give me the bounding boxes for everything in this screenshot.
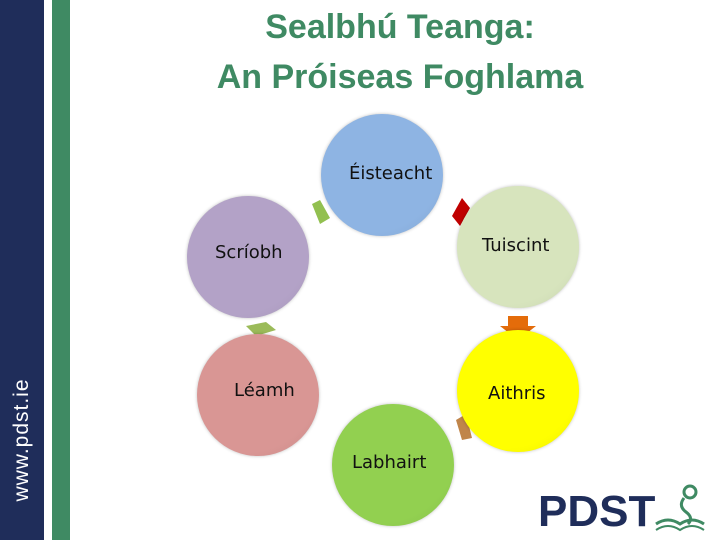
circle-aithris	[457, 330, 579, 452]
label-tuiscint: Tuiscint	[482, 235, 550, 256]
arrow-scriobh-to-eisteacht	[312, 200, 330, 224]
figure-head-icon	[682, 484, 698, 500]
label-aithris: Aithris	[488, 383, 546, 404]
title-line-2: An Próiseas Foghlama	[216, 58, 584, 96]
circle-leamh	[197, 334, 319, 456]
circle-labhairt	[332, 404, 454, 526]
sidebar-band	[0, 0, 44, 540]
sidebar-stripe	[52, 0, 70, 540]
arrow-eisteacht-to-tuiscint	[452, 198, 470, 226]
figure-body-icon	[679, 497, 693, 526]
circle-eisteacht	[321, 114, 443, 236]
circle-scriobh	[187, 196, 309, 318]
label-eisteacht: Éisteacht	[349, 163, 433, 184]
arrow-tuiscint-to-aithris	[500, 316, 536, 340]
label-leamh: Léamh	[234, 380, 295, 401]
arrow-leamh-to-scriobh	[246, 322, 276, 336]
pdst-logo: PDST	[538, 484, 705, 534]
arrow-aithris-to-labhairt	[456, 414, 472, 440]
circle-tuiscint	[457, 186, 579, 308]
pdst-logo-text: PDST	[538, 487, 655, 534]
label-scriobh: Scríobh	[215, 242, 283, 263]
book-icon-lower	[655, 525, 705, 532]
title-line-1: Sealbhú Teanga:	[265, 8, 535, 46]
label-labhairt: Labhairt	[352, 452, 427, 473]
book-icon	[655, 518, 705, 526]
